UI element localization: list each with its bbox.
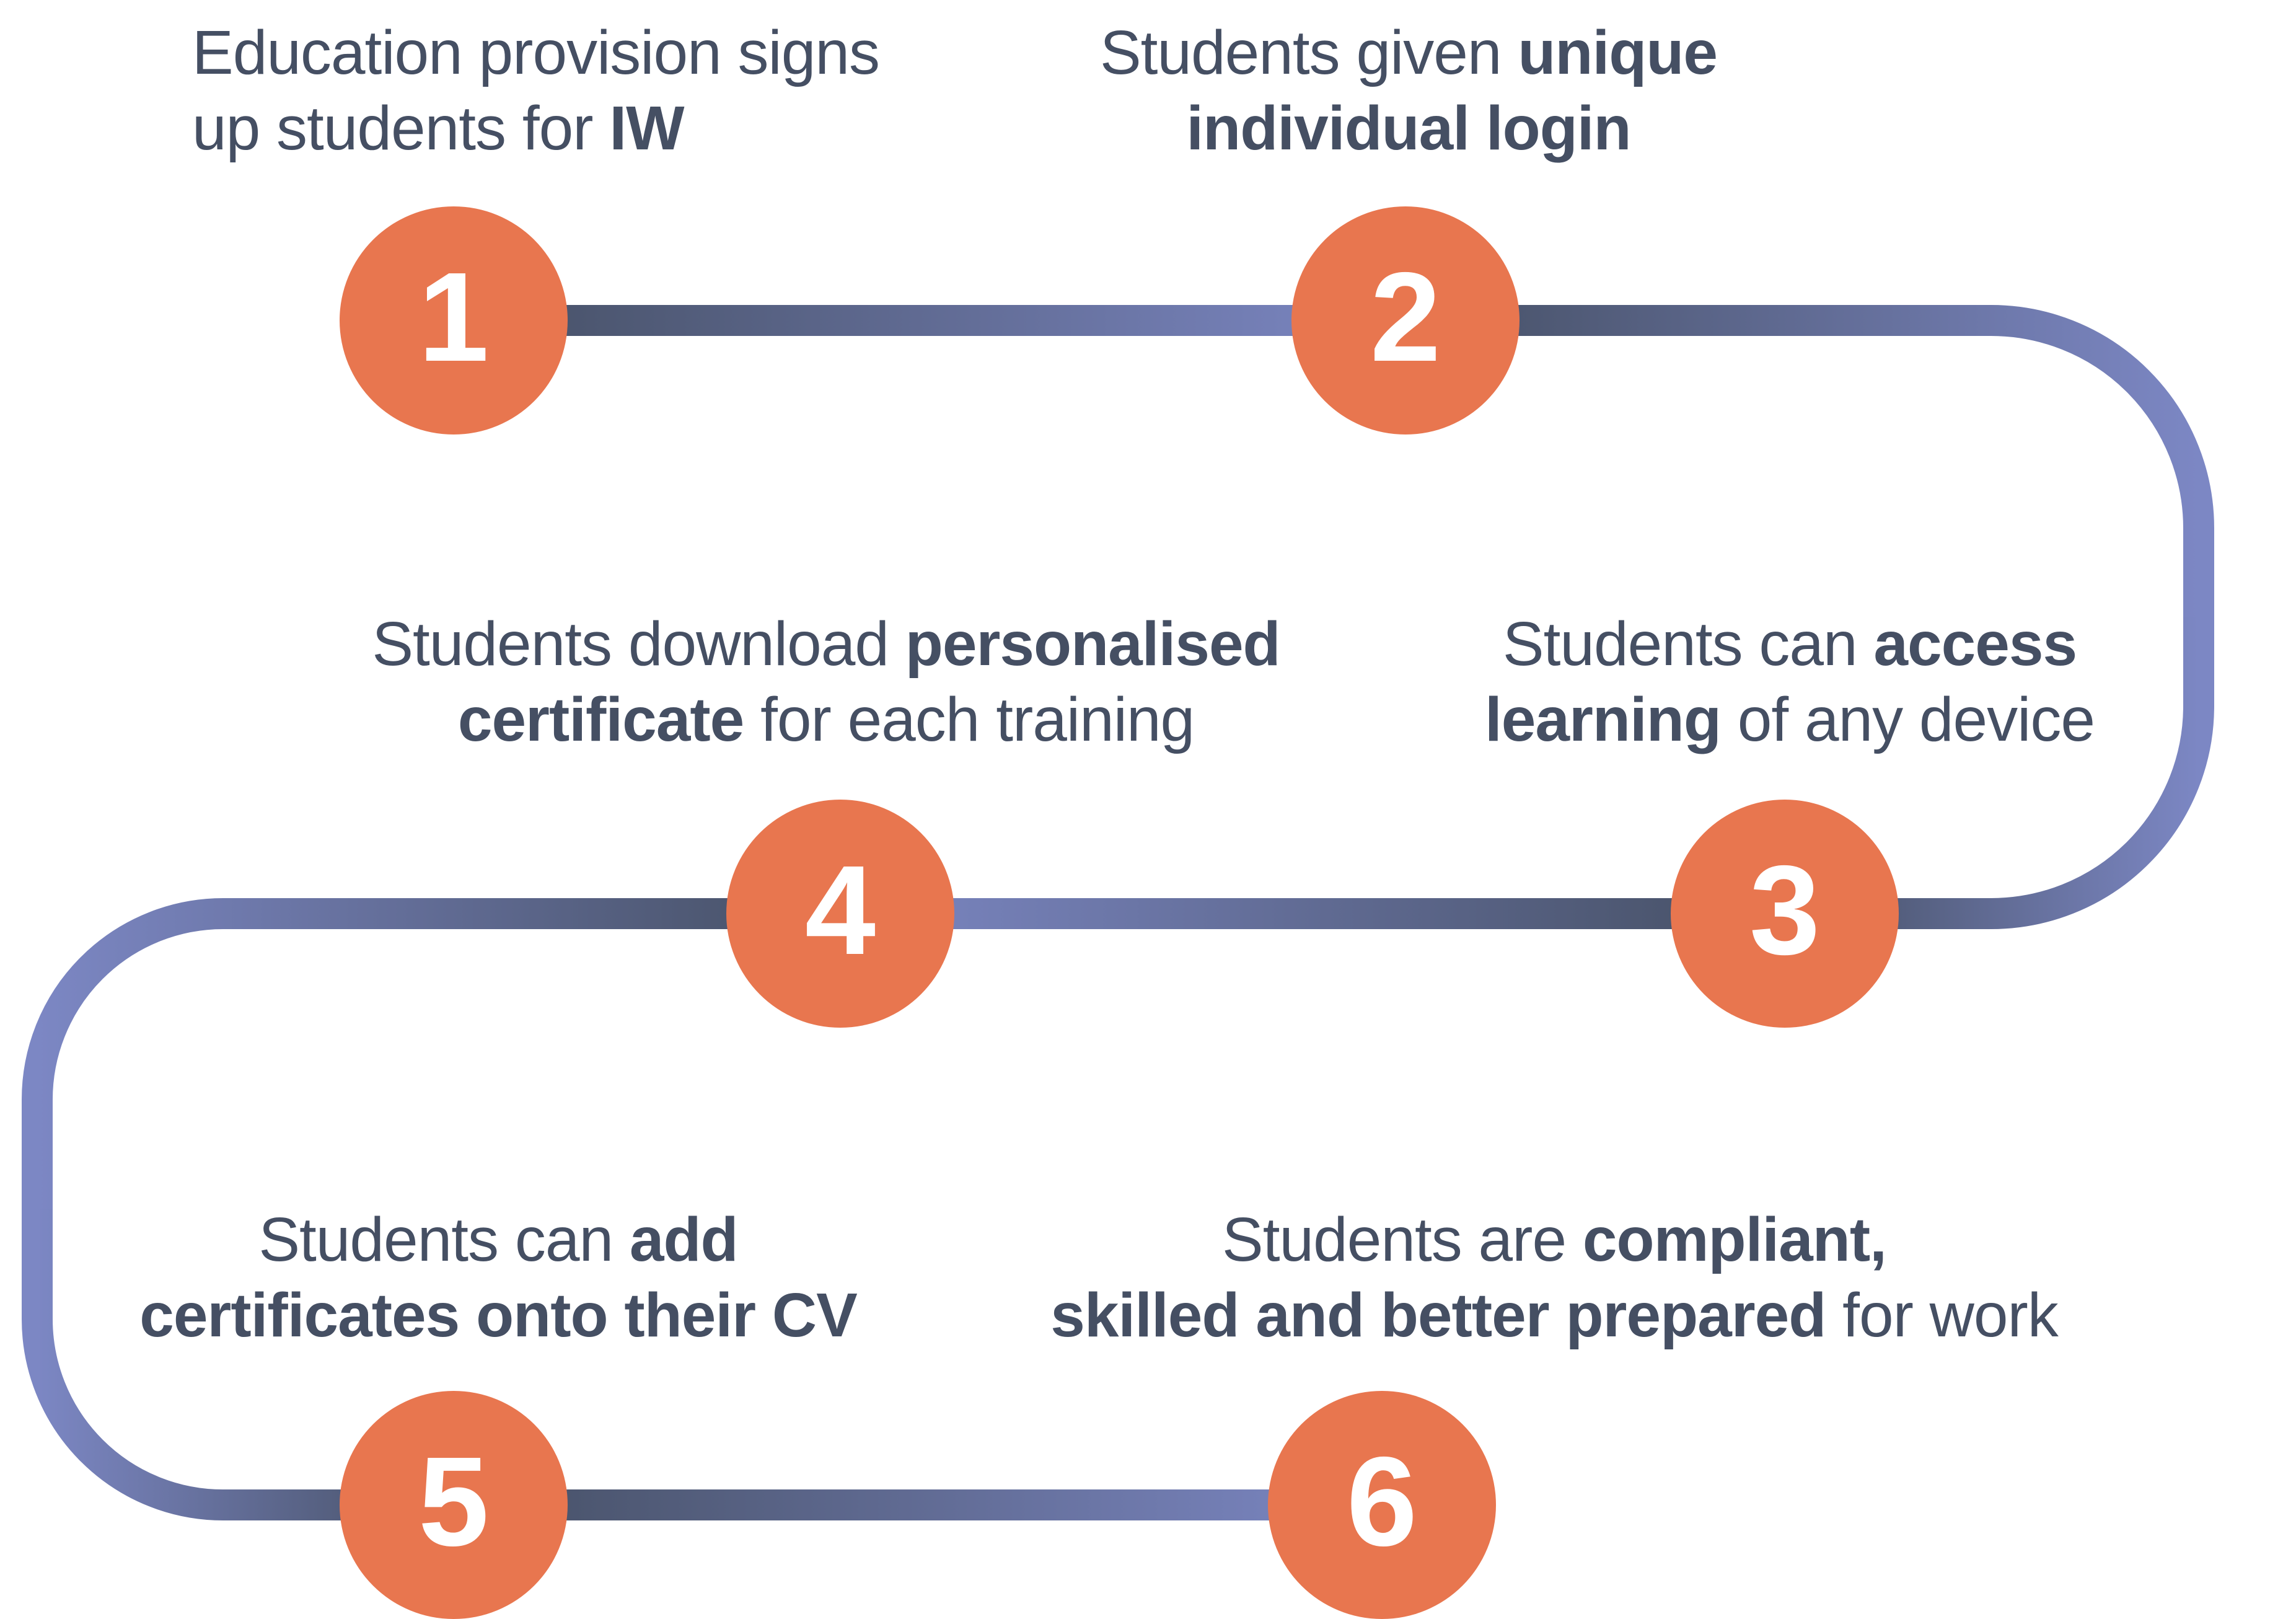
step-5-label-line-1: Students can add (258, 1205, 738, 1274)
connector-leftcurve-5 (22, 1209, 454, 1520)
step-3-node: 3 (1671, 800, 1899, 1028)
step-2-label: Students given unique individual login (789, 15, 2028, 166)
step-6-label: Students are compliant, skilled and bett… (935, 1202, 2174, 1353)
step-5-number: 5 (418, 1430, 489, 1573)
step-4-label-line-1: Students download personalised (372, 609, 1280, 679)
step-4-label: Students download personalised certifica… (206, 606, 1446, 757)
step-6-label-line-2: skilled and better prepared for work (1050, 1281, 2059, 1350)
step-5-node: 5 (340, 1391, 568, 1619)
step-3-number: 3 (1749, 839, 1820, 981)
step-2-number: 2 (1370, 245, 1441, 388)
step-1-number: 1 (418, 245, 489, 388)
step-3-label-line-1: Students can access (1502, 609, 2077, 679)
step-1-node: 1 (340, 206, 568, 435)
step-2-label-line-1: Students given unique (1099, 18, 1718, 87)
connector-4-leftcurve (22, 898, 840, 1209)
step-6-number: 6 (1346, 1430, 1417, 1573)
step-4-label-line-2: certificate for each training (457, 685, 1195, 754)
step-6-node: 6 (1268, 1391, 1496, 1619)
step-1-label: Education provision signs up students fo… (192, 15, 880, 166)
step-3-label: Students can access learning of any devi… (1170, 606, 2296, 757)
step-1-label-line-2: up students for IW (192, 94, 684, 163)
step-5-label-line-2: certificates onto their CV (139, 1281, 858, 1350)
step-5-label: Students can add certificates onto their… (2, 1202, 994, 1353)
step-2-node: 2 (1291, 206, 1520, 435)
connector-2-rightcurve (1405, 305, 2214, 617)
step-4-node: 4 (726, 800, 954, 1028)
step-3-label-line-2: learning of any device (1484, 685, 2095, 754)
step-2-label-line-2: individual login (1186, 94, 1631, 163)
connector-rightcurve-3 (1785, 617, 2214, 929)
step-4-number: 4 (804, 839, 876, 981)
step-1-label-line-1: Education provision signs (192, 18, 880, 87)
step-6-label-line-1: Students are compliant, (1222, 1205, 1887, 1274)
